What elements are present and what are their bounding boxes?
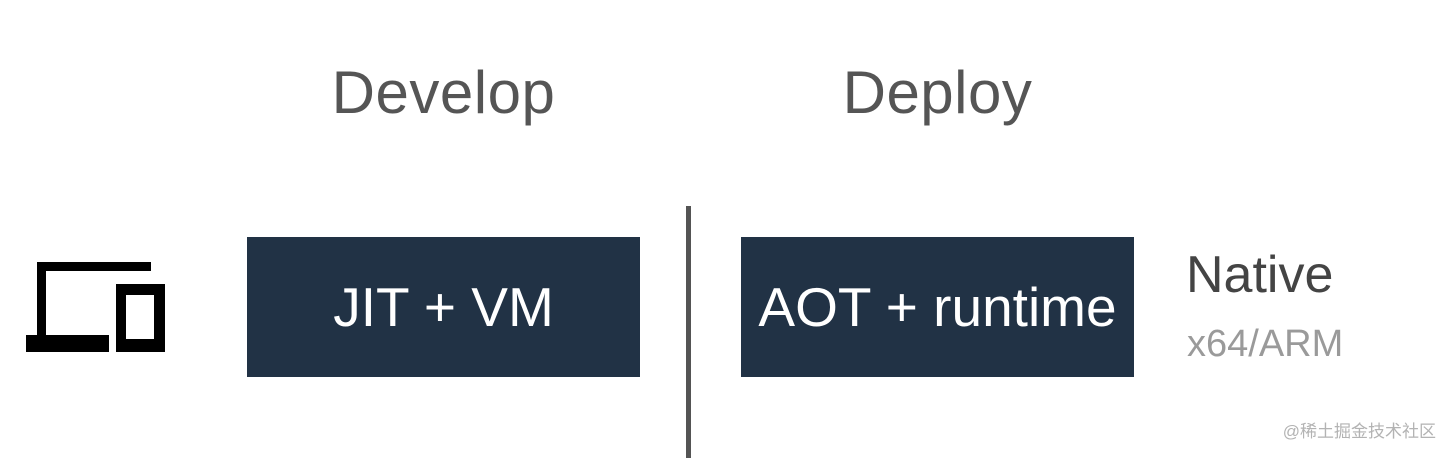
watermark: @稀土掘金技术社区 <box>1282 422 1436 441</box>
aot-runtime-box: AOT + runtime <box>741 237 1134 377</box>
devices-icon <box>26 262 165 352</box>
native-label: Native <box>1186 246 1334 304</box>
jit-vm-box: JIT + VM <box>247 237 640 377</box>
deploy-heading: Deploy <box>842 59 1033 126</box>
arch-label: x64/ARM <box>1187 323 1344 365</box>
develop-heading: Develop <box>331 59 556 126</box>
aot-runtime-label: AOT + runtime <box>758 276 1117 338</box>
develop-deploy-divider <box>686 206 691 458</box>
jit-vm-label: JIT + VM <box>333 276 554 338</box>
